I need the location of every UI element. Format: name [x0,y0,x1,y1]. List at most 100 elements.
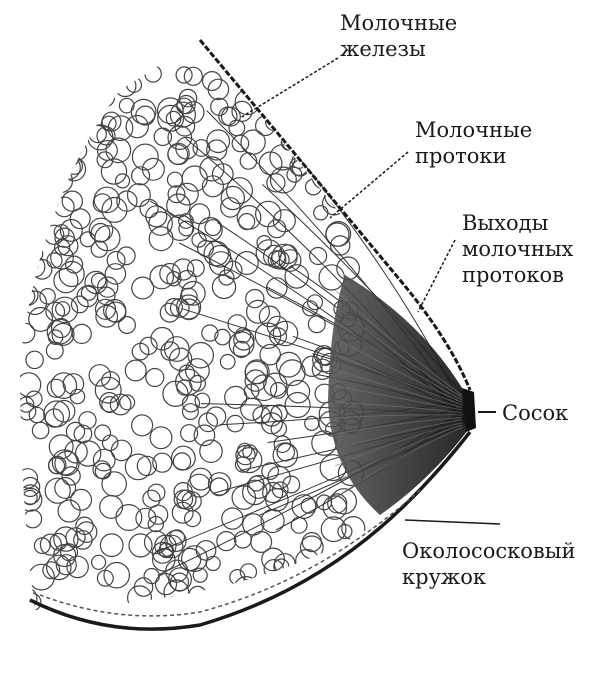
lobule-alveolus [28,306,54,332]
lobule-alveolus [23,245,41,263]
lobule-alveolus [337,523,353,540]
lobule-alveolus [145,367,165,388]
leader-duct-openings [417,239,456,313]
lobule-alveolus [250,530,273,553]
lobule-alveolus [41,120,59,138]
lobule-alveolus [131,143,159,171]
label-ducts-line2: протоки [415,144,507,168]
lobule-alveolus [136,455,158,477]
lobule-alveolus [182,101,205,124]
lobule-alveolus [142,489,161,508]
lobule-alveolus [33,73,58,98]
lobule-alveolus [53,224,70,241]
lobule-alveolus [281,88,305,113]
lobule-alveolus [283,590,308,610]
lobule-alveolus [119,394,136,411]
lobule-alveolus [38,61,61,84]
lobule-alveolus [250,374,278,402]
lobule-alveolus [52,399,76,423]
lobule-alveolus [52,147,69,164]
lobule-alveolus [116,246,136,266]
lobule-alveolus [269,382,287,399]
lobule-alveolus [286,379,311,404]
lobule-alveolus [42,561,61,580]
lobule-alveolus [42,97,68,123]
lobule-alveolus [158,542,174,559]
lobule-alveolus [108,59,129,81]
skin-outline-lower [29,430,472,631]
areola-streak [334,422,463,467]
lobule-alveolus [329,61,349,81]
areola-streak [334,353,463,406]
lobule-alveolus [177,269,197,290]
lobule-alveolus [54,476,77,499]
lobule-alveolus [115,504,143,532]
lobule-alveolus [275,351,302,378]
lobule-alveolus [147,483,166,502]
lobule-alveolus [44,408,65,428]
lobule-alveolus [68,141,88,161]
lobule-alveolus [20,179,40,207]
lobule-alveolus [105,301,127,323]
lobule-alveolus [90,272,107,289]
lobule-alveolus [333,143,356,166]
lobule-alveolus [208,251,234,276]
lobule-alveolus [319,75,346,101]
lobule-alveolus [26,92,54,119]
lobule-alveolus [169,298,190,318]
lobule-alveolus [159,302,180,323]
lobule-alveolus [39,181,57,199]
lobule-alveolus [74,99,93,117]
lobule-alveolus [224,385,248,409]
lobule-alveolus [101,471,127,497]
lobule-alveolus [43,400,71,428]
lobule-alveolus [178,220,195,237]
lobule-alveolus [167,185,186,204]
lobule-alveolus [211,274,237,300]
lobule-alveolus [80,284,97,301]
lobule-alveolus [48,168,74,194]
lobule-alveolus [95,304,119,328]
lobule-alveolus [329,184,356,211]
lobule-alveolus [312,116,333,137]
areola-streak [334,427,463,499]
lobule-alveolus [61,466,81,486]
lobule-alveolus [311,163,338,190]
lobule-alveolus [272,442,299,468]
lobule-alveolus [100,158,128,185]
lobule-alveolus [272,83,292,103]
lobule-alveolus [341,564,363,587]
lobule-alveolus [99,494,124,519]
lobule-alveolus [46,378,66,398]
lobule-alveolus [316,494,333,511]
lobule-alveolus [297,79,314,95]
lobule-alveolus [62,151,78,167]
lobule-alveolus [221,507,244,530]
lobule-alveolus [70,295,89,314]
lobule-alveolus [169,101,196,128]
lobule-alveolus [262,481,284,504]
lobule-alveolus [22,489,38,506]
lobule-alveolus [53,268,79,294]
lobule-alveolus [20,253,39,276]
lobule-alveolus [39,287,56,305]
lobule-alveolus [152,452,173,473]
lobule-alveolus [23,255,46,278]
lobule-alveolus [20,587,38,610]
lobule-alveolus [238,213,256,231]
lobule-alveolus [199,156,225,182]
areola-streak [334,417,463,435]
lobule-alveolus [126,585,152,610]
lobule-alveolus [170,445,196,471]
lobule-alveolus [284,391,311,419]
lobule-alveolus [309,246,328,266]
lobule-alveolus [67,58,93,85]
label-glands-line1: Молочные [340,11,458,35]
lobule-alveolus [64,255,84,274]
lobule-alveolus [126,76,143,93]
lobule-alveolus [25,350,44,370]
lobule-alveolus [144,65,162,83]
lobule-alveolus [98,67,125,93]
lobule-alveolus [232,340,251,359]
label-nipple-line1: Сосок [502,401,569,425]
